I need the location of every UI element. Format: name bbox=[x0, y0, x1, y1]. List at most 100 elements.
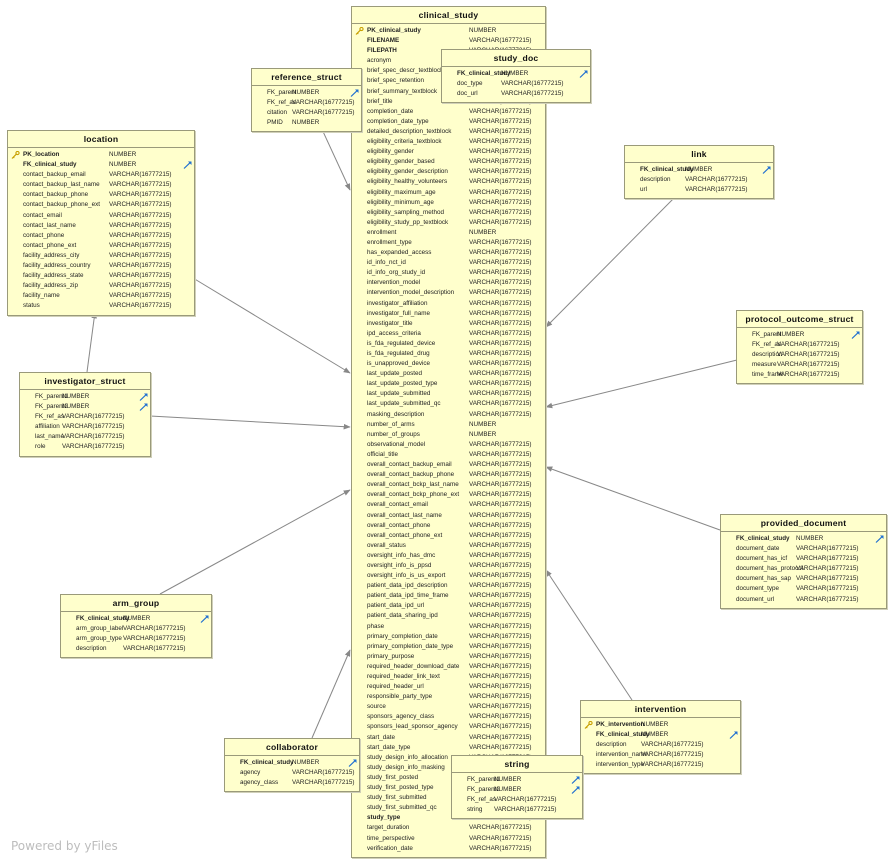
table-row[interactable]: PK_interventionNUMBER bbox=[581, 720, 740, 730]
table-intervention[interactable]: interventionPK_interventionNUMBERFK_clin… bbox=[580, 700, 741, 775]
table-row[interactable]: FILENAMEVARCHAR(16777215) bbox=[352, 36, 545, 46]
table-row[interactable]: id_info_nct_idVARCHAR(16777215) bbox=[352, 258, 545, 268]
table-row[interactable]: masking_descriptionVARCHAR(16777215) bbox=[352, 410, 545, 420]
table-row[interactable]: document_has_icfVARCHAR(16777215) bbox=[721, 554, 886, 564]
table-row[interactable]: required_header_urlVARCHAR(16777215) bbox=[352, 682, 545, 692]
table-row[interactable]: completion_date_typeVARCHAR(16777215) bbox=[352, 117, 545, 127]
table-row[interactable]: start_dateVARCHAR(16777215) bbox=[352, 733, 545, 743]
table-row[interactable]: overall_contact_backup_emailVARCHAR(1677… bbox=[352, 460, 545, 470]
table-investigator-struct[interactable]: investigator_structFK_parent1NUMBERFK_pa… bbox=[19, 372, 151, 457]
table-row[interactable]: oversight_info_is_us_exportVARCHAR(16777… bbox=[352, 571, 545, 581]
table-row[interactable]: sponsors_agency_classVARCHAR(16777215) bbox=[352, 712, 545, 722]
table-row[interactable]: document_dateVARCHAR(16777215) bbox=[721, 544, 886, 554]
table-row[interactable]: overall_contact_backup_phoneVARCHAR(1677… bbox=[352, 470, 545, 480]
table-row[interactable]: eligibility_gender_basedVARCHAR(16777215… bbox=[352, 157, 545, 167]
table-row[interactable]: affiliationVARCHAR(16777215) bbox=[20, 422, 150, 432]
table-row[interactable]: sponsors_lead_sponsor_agencyVARCHAR(1677… bbox=[352, 722, 545, 732]
table-row[interactable]: FK_clinical_studyNUMBER bbox=[721, 534, 886, 544]
table-row[interactable]: patient_data_sharing_ipdVARCHAR(16777215… bbox=[352, 611, 545, 621]
table-row[interactable]: contact_phone_extVARCHAR(16777215) bbox=[8, 241, 194, 251]
table-row[interactable]: facility_address_countryVARCHAR(16777215… bbox=[8, 261, 194, 271]
table-row[interactable]: facility_address_stateVARCHAR(16777215) bbox=[8, 271, 194, 281]
table-row[interactable]: contact_backup_phoneVARCHAR(16777215) bbox=[8, 190, 194, 200]
table-row[interactable]: overall_contact_last_nameVARCHAR(1677721… bbox=[352, 511, 545, 521]
table-row[interactable]: investigator_full_nameVARCHAR(16777215) bbox=[352, 309, 545, 319]
table-row[interactable]: overall_contact_emailVARCHAR(16777215) bbox=[352, 500, 545, 510]
table-row[interactable]: FK_ref_asVARCHAR(16777215) bbox=[20, 412, 150, 422]
table-row[interactable]: sourceVARCHAR(16777215) bbox=[352, 702, 545, 712]
table-row[interactable]: eligibility_minimum_ageVARCHAR(16777215) bbox=[352, 198, 545, 208]
table-row[interactable]: id_info_org_study_idVARCHAR(16777215) bbox=[352, 268, 545, 278]
table-row[interactable]: last_update_submittedVARCHAR(16777215) bbox=[352, 389, 545, 399]
table-row[interactable]: arm_group_labelVARCHAR(16777215) bbox=[61, 624, 211, 634]
table-row[interactable]: intervention_modelVARCHAR(16777215) bbox=[352, 278, 545, 288]
table-row[interactable]: last_update_posted_typeVARCHAR(16777215) bbox=[352, 379, 545, 389]
table-row[interactable]: FK_clinical_studyNUMBER bbox=[581, 730, 740, 740]
table-row[interactable]: number_of_armsNUMBER bbox=[352, 420, 545, 430]
table-row[interactable]: last_nameVARCHAR(16777215) bbox=[20, 432, 150, 442]
table-row[interactable]: overall_contact_bckp_last_nameVARCHAR(16… bbox=[352, 480, 545, 490]
table-row[interactable]: last_update_postedVARCHAR(16777215) bbox=[352, 369, 545, 379]
table-row[interactable]: eligibility_maximum_ageVARCHAR(16777215) bbox=[352, 188, 545, 198]
table-row[interactable]: stringVARCHAR(16777215) bbox=[452, 805, 582, 815]
table-row[interactable]: intervention_typeVARCHAR(16777215) bbox=[581, 760, 740, 770]
table-row[interactable]: patient_data_ipd_descriptionVARCHAR(1677… bbox=[352, 581, 545, 591]
table-row[interactable]: intervention_model_descriptionVARCHAR(16… bbox=[352, 288, 545, 298]
table-row[interactable]: contact_backup_phone_extVARCHAR(16777215… bbox=[8, 200, 194, 210]
table-row[interactable]: roleVARCHAR(16777215) bbox=[20, 442, 150, 452]
table-row[interactable]: target_durationVARCHAR(16777215) bbox=[352, 823, 545, 833]
table-row[interactable]: verification_dateVARCHAR(16777215) bbox=[352, 844, 545, 854]
table-collaborator[interactable]: collaboratorFK_clinical_studyNUMBERagenc… bbox=[224, 738, 360, 793]
table-row[interactable]: PMIDNUMBER bbox=[252, 118, 361, 128]
table-row[interactable]: overall_contact_phone_extVARCHAR(1677721… bbox=[352, 531, 545, 541]
table-row[interactable]: eligibility_criteria_textblockVARCHAR(16… bbox=[352, 137, 545, 147]
table-row[interactable]: contact_backup_last_nameVARCHAR(16777215… bbox=[8, 180, 194, 190]
table-row[interactable]: eligibility_sampling_methodVARCHAR(16777… bbox=[352, 208, 545, 218]
table-row[interactable]: descriptionVARCHAR(16777215) bbox=[737, 350, 862, 360]
table-row[interactable]: primary_completion_dateVARCHAR(16777215) bbox=[352, 632, 545, 642]
table-row[interactable]: contact_backup_emailVARCHAR(16777215) bbox=[8, 170, 194, 180]
table-row[interactable]: descriptionVARCHAR(16777215) bbox=[581, 740, 740, 750]
table-row[interactable]: statusVARCHAR(16777215) bbox=[8, 301, 194, 311]
table-row[interactable]: oversight_info_has_dmcVARCHAR(16777215) bbox=[352, 551, 545, 561]
table-row[interactable]: oversight_info_is_ppsdVARCHAR(16777215) bbox=[352, 561, 545, 571]
table-row[interactable]: document_has_protocolVARCHAR(16777215) bbox=[721, 564, 886, 574]
table-row[interactable]: FK_parent1NUMBER bbox=[452, 775, 582, 785]
table-row[interactable]: contact_emailVARCHAR(16777215) bbox=[8, 211, 194, 221]
table-row[interactable]: FK_clinical_studyNUMBER bbox=[61, 614, 211, 624]
table-row[interactable]: last_update_submitted_qcVARCHAR(16777215… bbox=[352, 399, 545, 409]
table-row[interactable]: required_header_download_dateVARCHAR(167… bbox=[352, 662, 545, 672]
table-row[interactable]: observational_modelVARCHAR(16777215) bbox=[352, 440, 545, 450]
table-row[interactable]: FK_parent1NUMBER bbox=[20, 392, 150, 402]
table-row[interactable]: FK_parentNUMBER bbox=[737, 330, 862, 340]
table-row[interactable]: doc_urlVARCHAR(16777215) bbox=[442, 89, 590, 99]
table-row[interactable]: FK_ref_asVARCHAR(16777215) bbox=[252, 98, 361, 108]
table-row[interactable]: official_titleVARCHAR(16777215) bbox=[352, 450, 545, 460]
table-location[interactable]: locationPK_locationNUMBERFK_clinical_stu… bbox=[7, 130, 195, 316]
table-row[interactable]: overall_contact_bckp_phone_extVARCHAR(16… bbox=[352, 490, 545, 500]
table-row[interactable]: number_of_groupsNUMBER bbox=[352, 430, 545, 440]
table-row[interactable]: agencyVARCHAR(16777215) bbox=[225, 768, 359, 778]
table-row[interactable]: investigator_titleVARCHAR(16777215) bbox=[352, 319, 545, 329]
table-row[interactable]: detailed_description_textblockVARCHAR(16… bbox=[352, 127, 545, 137]
table-arm-group[interactable]: arm_groupFK_clinical_studyNUMBERarm_grou… bbox=[60, 594, 212, 659]
table-row[interactable]: eligibility_genderVARCHAR(16777215) bbox=[352, 147, 545, 157]
table-row[interactable]: FK_parent2NUMBER bbox=[452, 785, 582, 795]
table-row[interactable]: patient_data_ipd_time_frameVARCHAR(16777… bbox=[352, 591, 545, 601]
table-row[interactable]: PK_locationNUMBER bbox=[8, 150, 194, 160]
table-row[interactable]: eligibility_healthy_volunteersVARCHAR(16… bbox=[352, 177, 545, 187]
table-row[interactable]: has_expanded_accessVARCHAR(16777215) bbox=[352, 248, 545, 258]
table-row[interactable]: overall_statusVARCHAR(16777215) bbox=[352, 541, 545, 551]
table-row[interactable]: document_has_sapVARCHAR(16777215) bbox=[721, 574, 886, 584]
table-row[interactable]: FK_ref_asVARCHAR(16777215) bbox=[737, 340, 862, 350]
table-row[interactable]: facility_address_zipVARCHAR(16777215) bbox=[8, 281, 194, 291]
table-row[interactable]: measureVARCHAR(16777215) bbox=[737, 360, 862, 370]
table-row[interactable]: investigator_affiliationVARCHAR(16777215… bbox=[352, 299, 545, 309]
table-row[interactable]: start_date_typeVARCHAR(16777215) bbox=[352, 743, 545, 753]
table-row[interactable]: FK_ref_asVARCHAR(16777215) bbox=[452, 795, 582, 805]
table-row[interactable]: patient_data_ipd_urlVARCHAR(16777215) bbox=[352, 601, 545, 611]
table-row[interactable]: required_header_link_textVARCHAR(1677721… bbox=[352, 672, 545, 682]
table-row[interactable]: FK_parentNUMBER bbox=[252, 88, 361, 98]
table-row[interactable]: urlVARCHAR(16777215) bbox=[625, 185, 773, 195]
table-row[interactable]: enrollmentNUMBER bbox=[352, 228, 545, 238]
